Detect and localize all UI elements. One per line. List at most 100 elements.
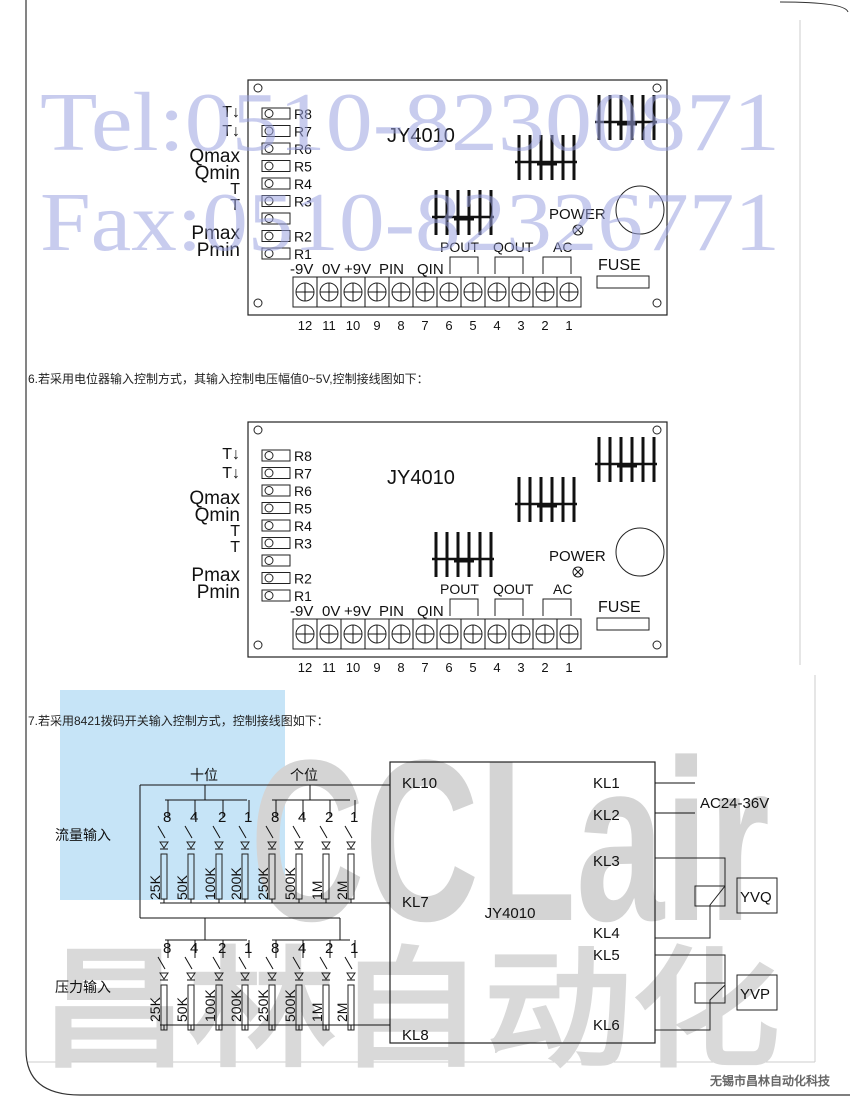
dip-switch-icon xyxy=(212,825,221,839)
diode-icon xyxy=(240,972,250,980)
output-label: QOUT xyxy=(493,581,534,597)
terminal-number: 11 xyxy=(322,318,336,333)
side-label: T xyxy=(230,197,240,214)
terminal-number: 1 xyxy=(565,660,572,675)
potentiometer-knob-icon xyxy=(264,126,274,136)
pot-label: R7 xyxy=(294,466,312,482)
controller-model: JY4010 xyxy=(485,905,536,922)
terminal-number: 4 xyxy=(493,660,500,675)
potentiometer-knob-icon xyxy=(264,196,274,206)
valve-label: YVQ xyxy=(740,889,772,906)
pot-label: R4 xyxy=(294,518,312,534)
pot-label: R1 xyxy=(294,246,312,262)
dip-switch-icon xyxy=(292,956,301,970)
side-label: Pmax xyxy=(191,565,240,586)
output-label: AC xyxy=(553,581,572,597)
switch-weight: 4 xyxy=(298,809,306,826)
switch-weight: 8 xyxy=(163,940,171,957)
switch-weight: 2 xyxy=(325,940,333,957)
terminal-number: 3 xyxy=(517,660,524,675)
terminal-label: -9V xyxy=(290,603,313,620)
potentiometer xyxy=(261,160,291,172)
heatsink-icon xyxy=(515,135,577,180)
led-cross xyxy=(573,225,583,235)
heatsink-icon xyxy=(432,190,494,235)
heatsink-icon xyxy=(432,532,494,577)
side-label: T↓ xyxy=(222,446,240,463)
pot-label: R3 xyxy=(294,536,312,552)
pot-label: R7 xyxy=(294,124,312,140)
pot-label: R1 xyxy=(294,588,312,604)
terminal-number: 9 xyxy=(373,318,380,333)
terminal-label: 0V xyxy=(322,261,340,278)
potentiometer-knob-icon xyxy=(264,161,274,171)
switch-weight: 8 xyxy=(271,809,279,826)
terminal-number: 4 xyxy=(493,318,500,333)
switch-weight: 2 xyxy=(218,809,226,826)
potentiometer xyxy=(261,107,291,120)
potentiometer xyxy=(261,125,291,137)
potentiometer xyxy=(261,467,291,479)
terminal-label: 0V xyxy=(322,603,340,620)
side-label: Qmin xyxy=(195,505,240,526)
dip-switch-icon xyxy=(238,825,247,839)
resistor-value: 250K xyxy=(255,867,271,900)
controller-box xyxy=(389,761,656,1044)
diode-icon xyxy=(294,841,304,849)
potentiometer-knob-icon xyxy=(264,451,274,460)
output-bracket xyxy=(449,256,479,274)
fax-watermark: Fax:0510-82326771 xyxy=(40,176,780,269)
board-model: JY4010 xyxy=(387,467,455,489)
switch-weight: 4 xyxy=(298,940,306,957)
terminal-number: 7 xyxy=(421,660,428,675)
terminal-number: 6 xyxy=(445,318,452,333)
yvq-wire xyxy=(655,857,726,939)
side-label: Pmin xyxy=(197,240,240,261)
resistor-value: 1M xyxy=(309,881,325,900)
terminal-label: KL6 xyxy=(593,1017,620,1034)
switch-weight: 1 xyxy=(350,809,358,826)
potentiometer xyxy=(261,589,291,602)
yvp-wire xyxy=(655,954,726,1031)
potentiometer-knob-icon xyxy=(264,486,274,495)
potentiometer xyxy=(261,449,291,462)
potentiometer-knob-icon xyxy=(264,538,274,548)
dip-switch-icon xyxy=(184,956,193,970)
mounting-hole-icon xyxy=(253,298,263,308)
side-label: T xyxy=(230,181,240,198)
terminal-number: 2 xyxy=(541,660,548,675)
side-label: T↓ xyxy=(222,123,240,140)
led-cross xyxy=(573,567,583,577)
switch-weight: 4 xyxy=(190,940,198,957)
mounting-hole-icon xyxy=(253,83,263,93)
pot-label: R2 xyxy=(294,571,312,587)
pot-label: R5 xyxy=(294,501,312,517)
supply-label: AC24-36V xyxy=(700,795,769,812)
resistor-value: 1M xyxy=(309,1003,325,1022)
dip-switch-icon xyxy=(157,956,166,970)
switch-weight: 2 xyxy=(218,940,226,957)
diode-icon xyxy=(186,972,196,980)
switch-weight: 1 xyxy=(350,940,358,957)
mounting-hole-icon xyxy=(652,83,662,93)
switch-weight: 1 xyxy=(244,809,252,826)
potentiometer xyxy=(261,212,291,225)
pot-label: R2 xyxy=(294,229,312,245)
valve-yvq xyxy=(736,877,778,914)
resistor-value: 200K xyxy=(228,867,244,900)
company-footer: 无锡市昌林自动化科技 xyxy=(709,1074,830,1088)
dip-switch-icon xyxy=(157,825,166,839)
resistor-value: 50K xyxy=(174,874,190,900)
yvp-coil xyxy=(694,982,726,1004)
potentiometer xyxy=(261,247,291,260)
diode-icon xyxy=(240,841,250,849)
potentiometer-knob-icon xyxy=(264,179,274,188)
potentiometer xyxy=(261,230,291,242)
terminal-number: 3 xyxy=(517,318,524,333)
diode-icon xyxy=(346,841,356,849)
potentiometer-knob-icon xyxy=(264,214,274,223)
potentiometer-knob-icon xyxy=(264,591,274,600)
